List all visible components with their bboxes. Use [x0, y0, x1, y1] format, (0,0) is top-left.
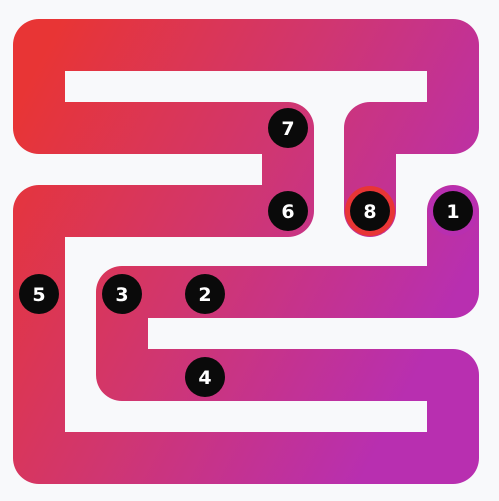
waypoint-1-label: 1 [446, 201, 459, 223]
waypoint-8[interactable]: 8 [350, 191, 390, 231]
waypoint-1[interactable]: 1 [433, 191, 473, 231]
waypoint-3-label: 3 [115, 284, 128, 306]
waypoint-6[interactable]: 6 [268, 191, 308, 231]
waypoint-2-label: 2 [198, 284, 211, 306]
waypoint-5-label: 5 [32, 284, 45, 306]
waypoint-7[interactable]: 7 [268, 108, 308, 148]
waypoint-5[interactable]: 5 [19, 274, 59, 314]
waypoint-8-label: 8 [363, 201, 376, 223]
waypoint-6-label: 6 [281, 201, 294, 223]
waypoint-2[interactable]: 2 [185, 274, 225, 314]
waypoint-4-label: 4 [198, 367, 211, 389]
waypoint-3[interactable]: 3 [102, 274, 142, 314]
waypoint-4[interactable]: 4 [185, 357, 225, 397]
waypoint-7-label: 7 [281, 118, 294, 140]
solution-path [13, 19, 479, 484]
